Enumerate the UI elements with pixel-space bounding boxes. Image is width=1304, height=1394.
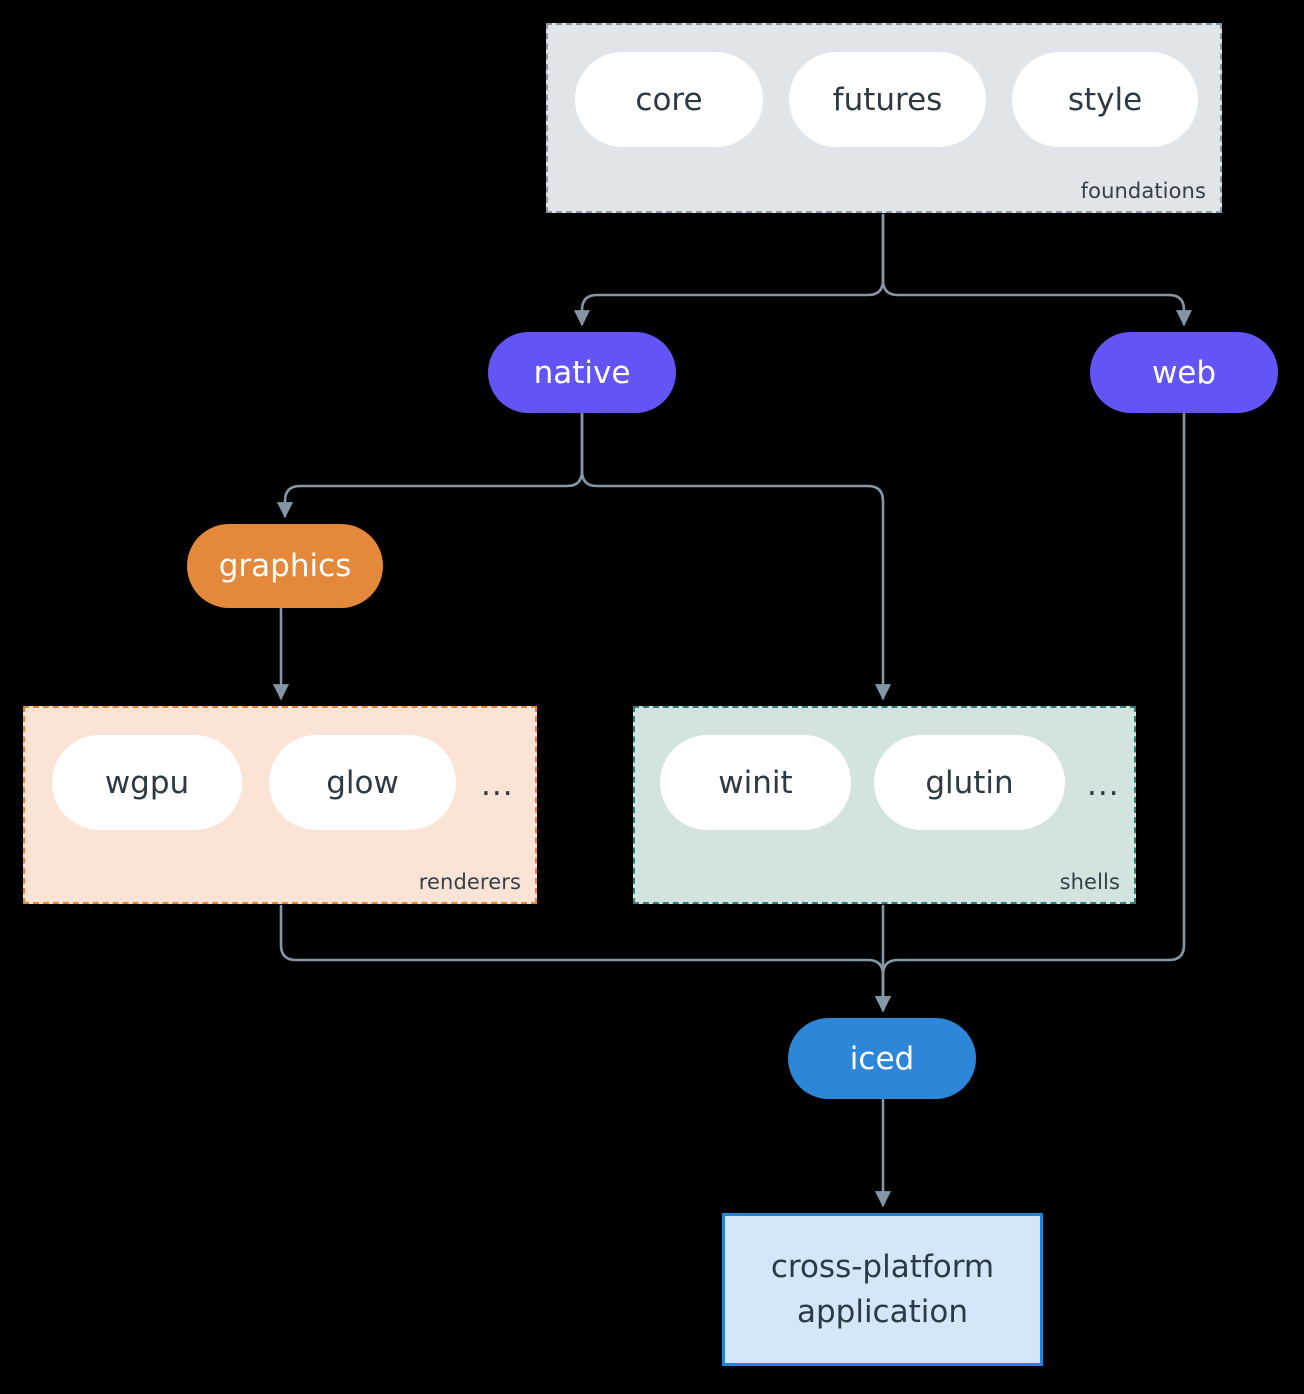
- cluster-renderers-label: renderers: [418, 870, 521, 894]
- node-web[interactable]: web: [1090, 332, 1278, 413]
- chip-core[interactable]: core: [575, 52, 763, 147]
- node-graphics[interactable]: graphics: [187, 524, 383, 608]
- chip-shells-more: ...: [1087, 767, 1120, 803]
- node-cross-platform-application[interactable]: cross-platform application: [722, 1213, 1043, 1366]
- chip-core-label: core: [635, 81, 703, 118]
- node-graphics-label: graphics: [218, 548, 352, 584]
- chip-renderers-more: ...: [481, 767, 514, 803]
- chip-glutin[interactable]: glutin: [874, 735, 1065, 830]
- cluster-shells: winit glutin ... shells: [633, 706, 1136, 904]
- node-native[interactable]: native: [488, 332, 676, 413]
- application-line-1: cross-platform: [770, 1248, 995, 1285]
- chip-style-label: style: [1067, 81, 1143, 118]
- chip-glow[interactable]: glow: [269, 735, 456, 830]
- node-web-label: web: [1151, 354, 1217, 391]
- edge-renderers-iced: [279, 904, 892, 1013]
- edge-foundations-native: [573, 213, 885, 327]
- chip-wgpu[interactable]: wgpu: [52, 735, 242, 830]
- cluster-shells-label: shells: [1059, 870, 1120, 894]
- chip-winit[interactable]: winit: [660, 735, 851, 830]
- edge-native-shells: [580, 411, 892, 701]
- chip-wgpu-label: wgpu: [104, 764, 190, 801]
- chip-glow-label: glow: [326, 764, 399, 801]
- chip-futures[interactable]: futures: [789, 52, 986, 147]
- chip-glutin-label: glutin: [925, 764, 1014, 801]
- chip-futures-label: futures: [832, 81, 943, 118]
- node-iced-label: iced: [849, 1040, 915, 1077]
- node-native-label: native: [533, 354, 631, 391]
- cluster-foundations: core futures style foundations: [546, 23, 1222, 213]
- chip-style[interactable]: style: [1012, 52, 1198, 147]
- edge-foundations-web: [881, 213, 1193, 327]
- chip-winit-label: winit: [718, 764, 793, 801]
- cluster-renderers: wgpu glow ... renderers: [23, 706, 537, 904]
- edge-native-graphics: [276, 411, 584, 519]
- node-iced[interactable]: iced: [788, 1018, 976, 1099]
- cluster-foundations-label: foundations: [1080, 179, 1206, 203]
- application-line-2: application: [796, 1293, 968, 1330]
